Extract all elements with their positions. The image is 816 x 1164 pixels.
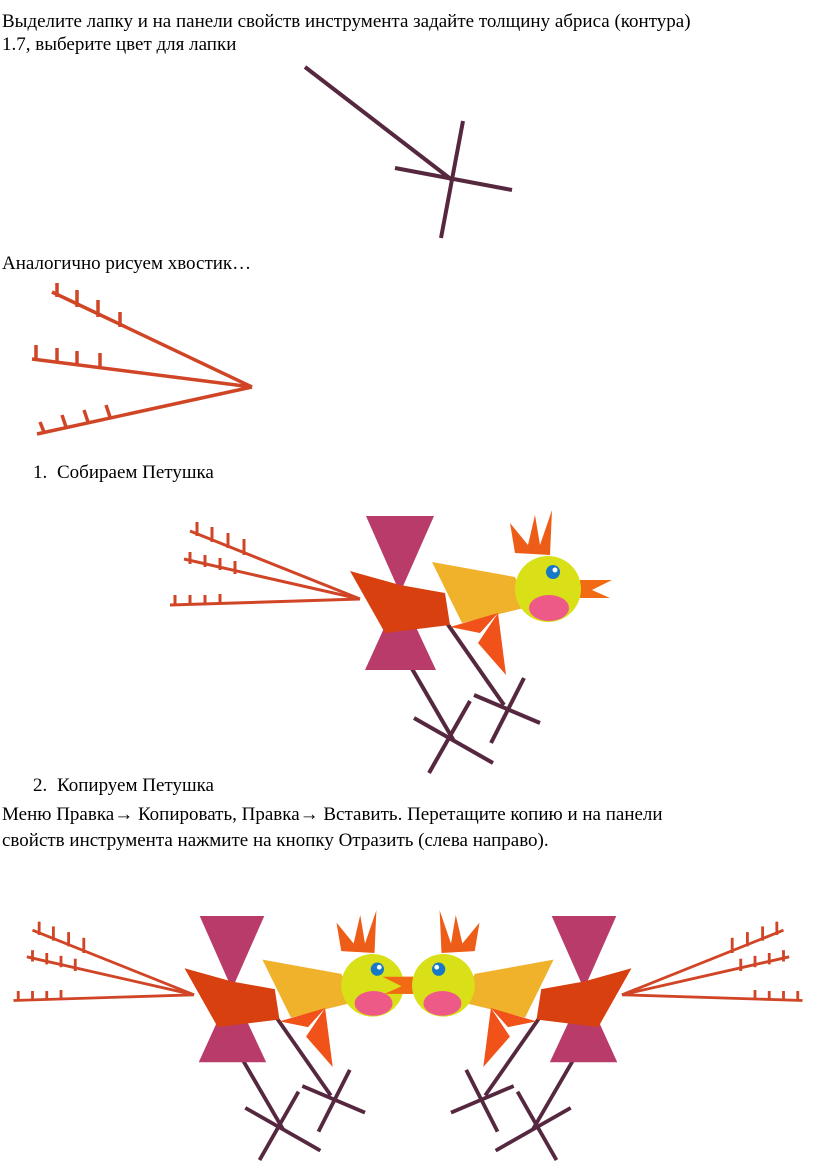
instruction-copy-line-2: свойств инструмента нажмите на кнопку От… [2,830,549,851]
instruction-copy-line-1: Меню Правка→ Копировать, Правка→ Вставит… [2,804,663,825]
rooster-leg-drawing [303,65,513,239]
leg-shank-line [303,65,454,182]
instruction-leg-line-1: Выделите лапку и на панели свойств инстр… [2,11,691,32]
tail-feather-line [51,290,253,389]
tail-feather-line [31,357,253,389]
rooster-mirrored-copy [380,908,805,1162]
list-item-label: Собираем Петушка [57,462,214,483]
rooster-tail-drawing [31,283,253,436]
list-item-label: Копируем Петушка [57,775,214,796]
instruction-leg-line-2: 1.7, выберите цвет для лапки [2,34,237,55]
list-item-2: 2. Копируем Петушка [33,774,333,798]
list-item-1: 1. Собираем Петушка [33,461,333,485]
instruction-tail: Аналогично рисуем хвостик… [2,253,252,274]
list-item-number: 2. [33,775,48,796]
list-item-number: 1. [33,462,48,483]
tail-feather-line [36,385,253,436]
leg-toe-line [394,166,513,192]
rooster-original [11,908,436,1162]
